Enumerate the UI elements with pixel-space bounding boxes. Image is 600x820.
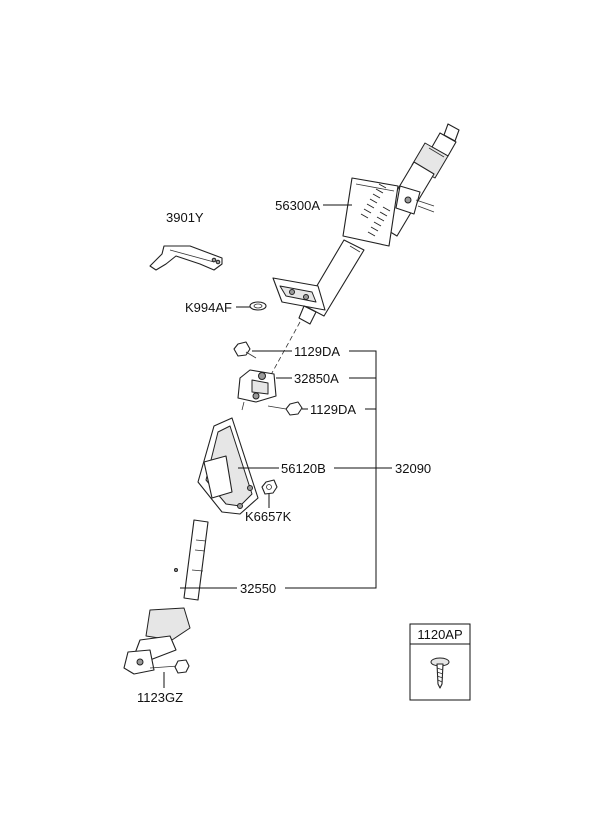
label-k6657k: K6657K: [245, 509, 292, 524]
bolt-1123gz: [149, 659, 190, 674]
label-1129da-mid: 1129DA: [310, 402, 356, 417]
label-56300a: 56300A: [275, 198, 320, 213]
label-32090: 32090: [395, 461, 431, 476]
label-1123gz: 1123GZ: [137, 690, 183, 705]
lower-shaft-32550: [123, 519, 209, 675]
bolt-1129da-mid: [267, 401, 303, 416]
bracket-3901y: [149, 245, 223, 271]
clip-k994af: [249, 301, 267, 311]
legend-box-1120ap: 1120AP: [409, 623, 471, 701]
label-32850a: 32850A: [294, 371, 339, 386]
leader-lines: [163, 204, 392, 688]
label-3901y: 3901Y: [166, 210, 204, 225]
screw-icon: [430, 657, 450, 689]
bolt-1129da-top: [233, 341, 257, 359]
dust-boot-56120b: [197, 417, 259, 515]
nut-k6657k: [261, 479, 278, 495]
label-1129da-top: 1129DA: [294, 344, 340, 359]
label-k994af: K994AF: [185, 300, 232, 315]
label-56120b: 56120B: [281, 461, 326, 476]
label-1120ap: 1120AP: [417, 627, 462, 642]
label-32550: 32550: [240, 581, 276, 596]
steering-column-upper: [272, 123, 460, 325]
universal-joint-32850a: [237, 369, 277, 411]
